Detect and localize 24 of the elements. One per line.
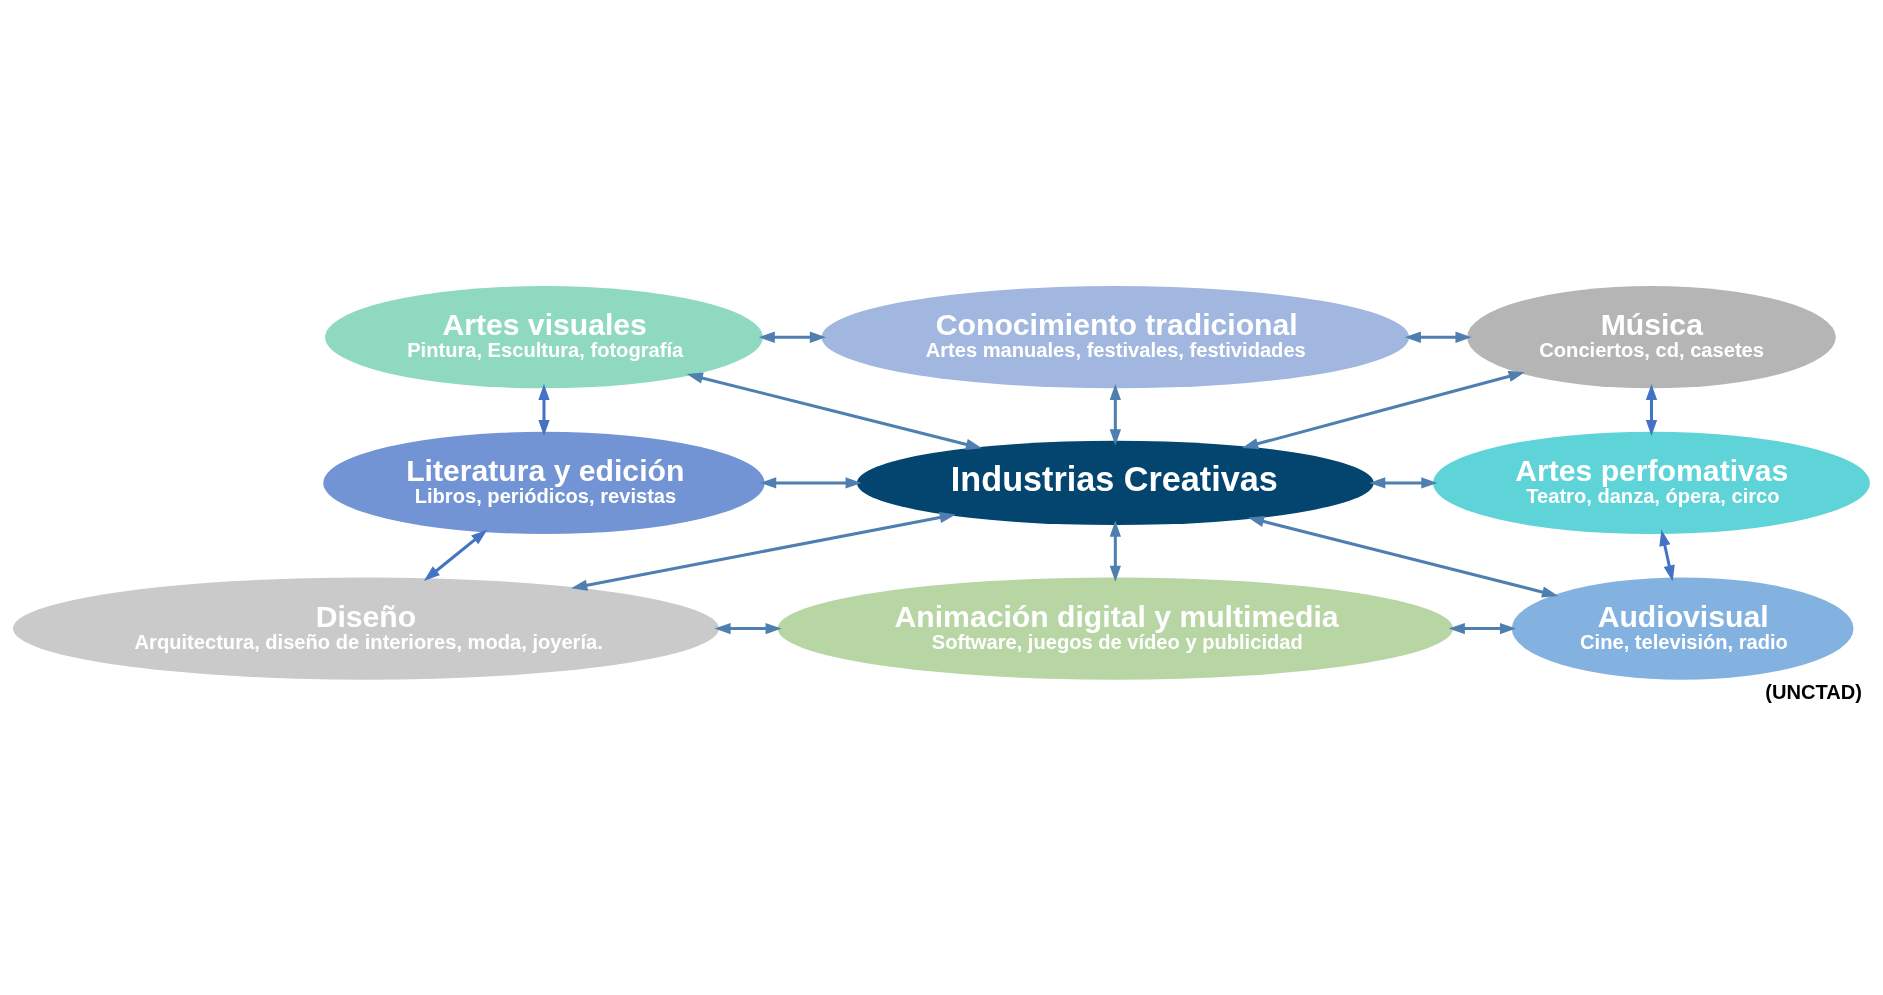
arrow [423,529,488,581]
arrow [686,372,982,450]
arrow [1369,476,1438,489]
arrow [714,622,782,634]
arrow [1448,622,1517,634]
node-ellipse: Conocimiento tradicional Artes manuales, festivales, festividades [821,285,1410,388]
node-ellipse: Artes perfomativas Teatro, danza, ópera, circo [1433,431,1870,534]
arrow [1242,370,1525,449]
arrow [538,383,550,436]
arrow [1659,529,1675,582]
node-ellipse: Literatura y edición Libros, periódicos, revistas [323,431,765,534]
arrow [760,476,862,489]
node-ellipse: Audiovisual Cine, televisión, radio [1511,576,1854,680]
arrow [1109,520,1121,582]
arrow [1404,331,1472,343]
caption: (UNCTAD) [1765,680,1863,703]
node-ellipse: Animación digital y multimedia Software, juegos de vídeo y publicidad [777,576,1454,680]
arrow [1645,383,1658,436]
node-ellipse: Música Conciertos, cd, casetes [1467,285,1836,388]
arrow [571,511,956,591]
node-ellipse: Artes visuales Pintura, Escultura, fotografía [325,285,763,388]
arrow [1247,515,1559,598]
arrow [758,331,826,343]
arrow [1109,383,1121,445]
